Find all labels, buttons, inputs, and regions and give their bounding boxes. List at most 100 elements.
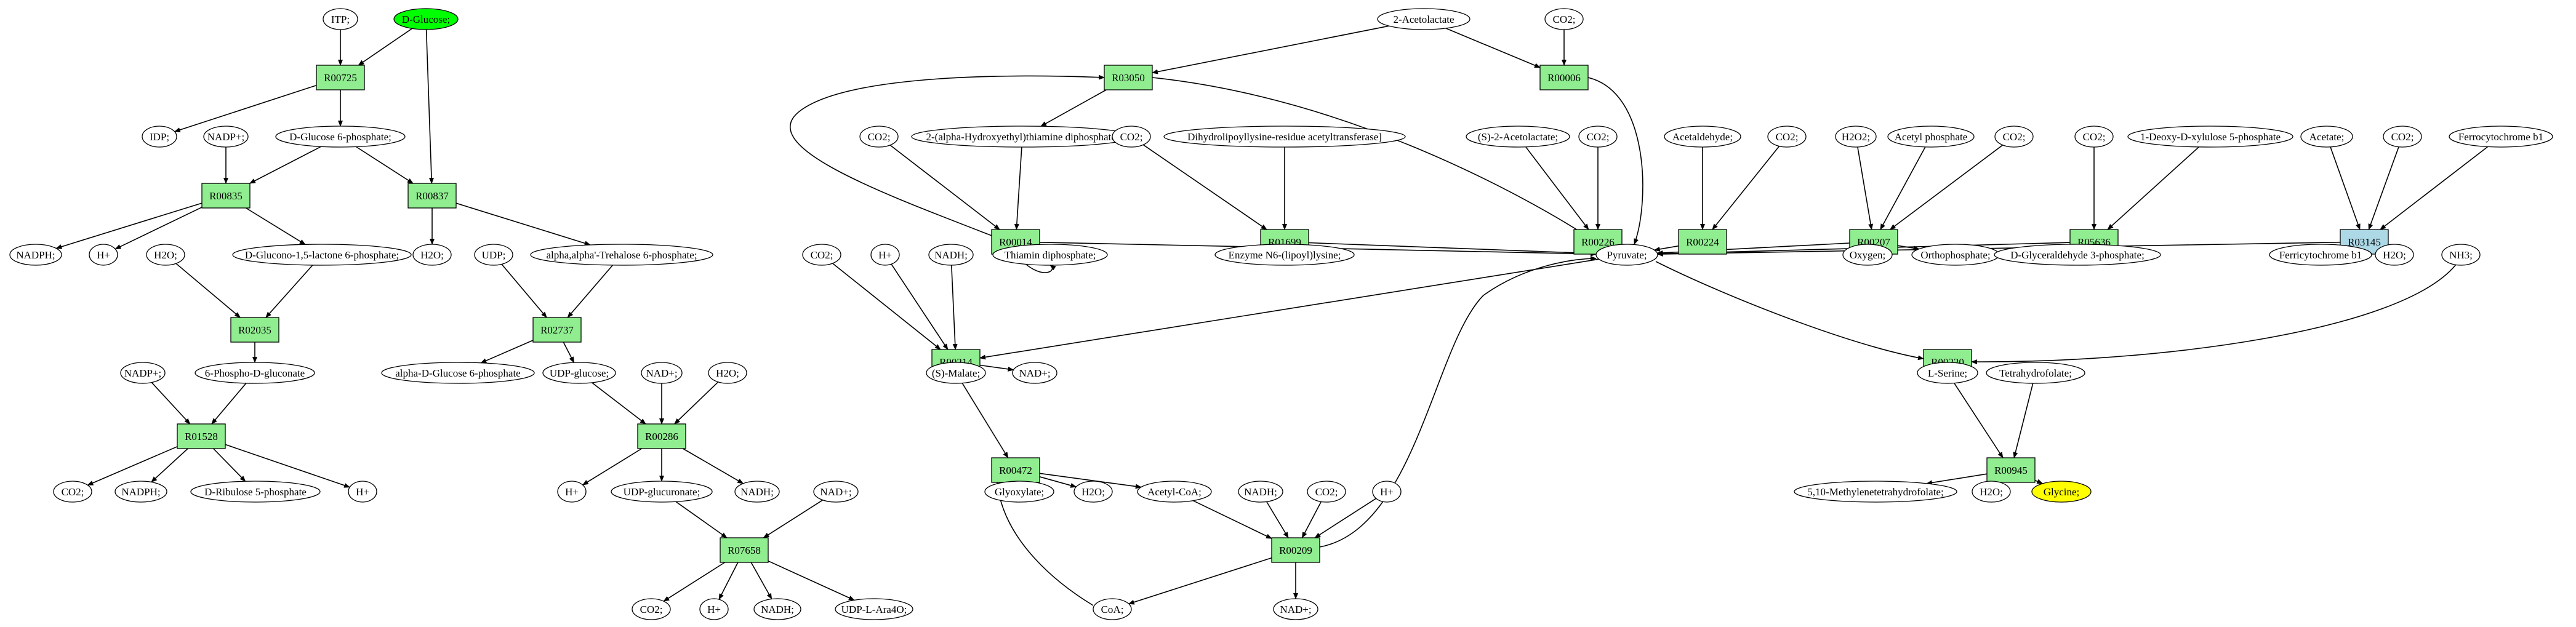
metabolite-label: (S)-2-Acetolactate; [1478, 131, 1558, 143]
metabolite-node-h2o1[interactable]: H2O; [146, 244, 185, 266]
metabolite-node-h2o2x[interactable]: H2O2; [1835, 126, 1877, 148]
metabolite-node-h2o2[interactable]: H2O; [412, 244, 452, 266]
metabolite-node-oxygen[interactable]: Oxygen; [1842, 244, 1893, 266]
metabolite-node-co2i[interactable]: CO2; [2074, 126, 2114, 148]
metabolite-node-nadp2[interactable]: NADP+; [120, 362, 166, 384]
edge-R00006-to-pyruvate [1587, 77, 1643, 245]
metabolite-label: NADPH; [121, 486, 160, 498]
metabolite-node-nadh4[interactable]: NADH; [1238, 481, 1283, 503]
metabolite-node-6pg[interactable]: 6-Phospho-D-gluconate [195, 362, 315, 384]
metabolite-node-co2k[interactable]: CO2; [802, 244, 841, 266]
metabolite-node-ag6p[interactable]: alpha-D-Glucose 6-phosphate [381, 362, 535, 384]
metabolite-node-smalate[interactable]: (S)-Malate; [926, 362, 986, 384]
metabolite-node-ferricyt[interactable]: Ferricytochrome b1 [2269, 244, 2372, 266]
metabolite-node-nad4[interactable]: NAD+; [1273, 598, 1318, 620]
metabolite-node-acetaldehyde[interactable]: Acetaldehyde; [1664, 126, 1741, 148]
metabolite-node-h1[interactable]: H+ [89, 244, 118, 266]
reaction-node-R00006[interactable]: R00006 [1539, 65, 1589, 90]
metabolite-node-itp[interactable]: ITP; [323, 8, 358, 30]
metabolite-node-h2o4[interactable]: H2O; [2375, 244, 2414, 266]
metabolite-node-h6[interactable]: H+ [1372, 481, 1402, 503]
reaction-node-R00472[interactable]: R00472 [991, 457, 1040, 483]
metabolite-node-glycine[interactable]: Glycine; [2031, 481, 2092, 503]
metabolite-ellipse [2269, 244, 2372, 266]
metabolite-node-dihydrolipo[interactable]: Dihydrolipoyllysine-residue acetyltransf… [1163, 126, 1406, 148]
metabolite-node-co2c[interactable]: CO2; [1544, 8, 1584, 30]
metabolite-node-nadph1[interactable]: NADPH; [9, 244, 62, 266]
metabolite-node-acetate[interactable]: Acetate; [2300, 126, 2353, 148]
reaction-node-R00725[interactable]: R00725 [316, 65, 365, 90]
metabolite-node-glucono[interactable]: D-Glucono-1,5-lactone 6-phosphate; [232, 244, 412, 266]
metabolite-node-thf[interactable]: Tetrahydrofolate; [1986, 362, 2085, 384]
metabolite-node-lserine[interactable]: L-Serine; [1917, 362, 1978, 384]
metabolite-node-nadh1[interactable]: NADH; [734, 481, 780, 503]
metabolite-node-g6p[interactable]: D-Glucose 6-phosphate; [275, 126, 406, 148]
metabolite-label: UDP-glucuronate; [624, 486, 700, 498]
reaction-node-R03050[interactable]: R03050 [1104, 65, 1153, 90]
metabolite-node-nad3[interactable]: NAD+; [1012, 362, 1057, 384]
metabolite-node-h2[interactable]: H+ [348, 481, 377, 503]
metabolite-node-methylene[interactable]: 5,10-Methylenetetrahydrofolate; [1794, 481, 1957, 503]
metabolite-node-co2f[interactable]: CO2; [1578, 126, 1618, 148]
metabolite-node-nad1[interactable]: NAD+; [641, 362, 683, 384]
reaction-node-R02737[interactable]: R02737 [532, 317, 582, 343]
metabolite-node-idp[interactable]: IDP; [142, 126, 177, 148]
metabolite-node-dxp[interactable]: 1-Deoxy-D-xylulose 5-phosphate [2127, 126, 2293, 148]
metabolite-node-udpglc[interactable]: UDP-glucose; [542, 362, 616, 384]
metabolite-node-acetylp[interactable]: Acetyl phosphate [1887, 126, 1975, 148]
edge-R03050-to-pyruvate [1152, 77, 1601, 246]
metabolite-node-co2l[interactable]: CO2; [1307, 481, 1346, 503]
metabolite-node-ortho[interactable]: Orthophosphate; [1911, 244, 2000, 266]
metabolite-node-co2e[interactable]: CO2; [1112, 126, 1151, 148]
metabolite-node-enzyme[interactable]: Enzyme N6-(lipoyl)lysine; [1214, 244, 1355, 266]
metabolite-node-h2o5[interactable]: H2O; [1073, 481, 1113, 503]
metabolite-node-h2o3[interactable]: H2O; [708, 362, 747, 384]
metabolite-node-nadph2[interactable]: NADPH; [114, 481, 167, 503]
edge-R00209-to-coa [1128, 557, 1272, 605]
metabolite-node-glyoxylate[interactable]: Glyoxylate; [984, 481, 1054, 503]
metabolite-node-nad2[interactable]: NAD+; [813, 481, 859, 503]
metabolite-node-nadh3[interactable]: NADH; [928, 244, 974, 266]
metabolite-node-h3[interactable]: H+ [557, 481, 587, 503]
metabolite-node-co2a[interactable]: CO2; [53, 481, 92, 503]
metabolite-node-hetpp[interactable]: 2-(alpha-Hydroxyethyl)thiamine diphospha… [911, 126, 1134, 148]
metabolite-node-ribulose[interactable]: D-Ribulose 5-phosphate [190, 481, 321, 503]
metabolite-ellipse [142, 126, 177, 148]
metabolite-node-co2j[interactable]: CO2; [2383, 126, 2422, 148]
metabolite-node-h4[interactable]: H+ [699, 598, 729, 620]
reaction-node-R00286[interactable]: R00286 [637, 423, 686, 449]
reaction-node-R00837[interactable]: R00837 [407, 183, 457, 209]
metabolite-node-udpglcu[interactable]: UDP-glucuronate; [611, 481, 713, 503]
metabolite-node-h5[interactable]: H+ [870, 244, 900, 266]
reaction-node-R01528[interactable]: R01528 [177, 423, 226, 449]
metabolite-node-co2g[interactable]: CO2; [1767, 126, 1807, 148]
metabolite-node-co2b[interactable]: CO2; [632, 598, 671, 620]
metabolite-node-pyruvate[interactable]: Pyruvate; [1595, 244, 1658, 266]
metabolite-node-udpara[interactable]: UDP-L-Ara4O; [835, 598, 913, 620]
metabolite-node-nadh2[interactable]: NADH; [753, 598, 801, 620]
metabolite-node-ferrocyt[interactable]: Ferrocytochrome b1 [2449, 126, 2553, 148]
metabolite-node-acetolactate[interactable]: 2-Acetolactate [1377, 8, 1471, 30]
metabolite-ellipse [2375, 244, 2414, 266]
reaction-node-R00835[interactable]: R00835 [201, 183, 251, 209]
metabolite-ellipse [2127, 126, 2293, 148]
metabolite-node-h2o6[interactable]: H2O; [1972, 481, 2011, 503]
reaction-node-R00224[interactable]: R00224 [1678, 229, 1727, 255]
metabolite-node-co2d[interactable]: CO2; [859, 126, 899, 148]
metabolite-node-udp[interactable]: UDP; [474, 244, 513, 266]
reaction-box [230, 317, 279, 343]
metabolite-node-g3p[interactable]: D-Glyceraldehyde 3-phosphate; [1994, 244, 2161, 266]
metabolite-node-thiamin[interactable]: Thiamin diphosphate; [992, 244, 1108, 266]
metabolite-node-trehalose[interactable]: alpha,alpha'-Trehalose 6-phosphate; [530, 244, 713, 266]
metabolite-node-sacetolactate[interactable]: (S)-2-Acetolactate; [1466, 126, 1570, 148]
metabolite-node-acetylcoa[interactable]: Acetyl-CoA; [1137, 481, 1212, 503]
metabolite-node-co2h[interactable]: CO2; [1994, 126, 2034, 148]
metabolite-node-coa[interactable]: CoA; [1093, 598, 1132, 620]
reaction-node-R07658[interactable]: R07658 [720, 537, 769, 563]
reaction-node-R00209[interactable]: R00209 [1271, 537, 1320, 563]
metabolite-node-dglucose[interactable]: D-Glucose; [393, 8, 459, 30]
metabolite-node-nadp1[interactable]: NADP+; [203, 126, 249, 148]
reaction-node-R02035[interactable]: R02035 [230, 317, 279, 343]
reaction-node-R00945[interactable]: R00945 [1986, 457, 2036, 483]
metabolite-node-nh3[interactable]: NH3; [2441, 244, 2481, 266]
